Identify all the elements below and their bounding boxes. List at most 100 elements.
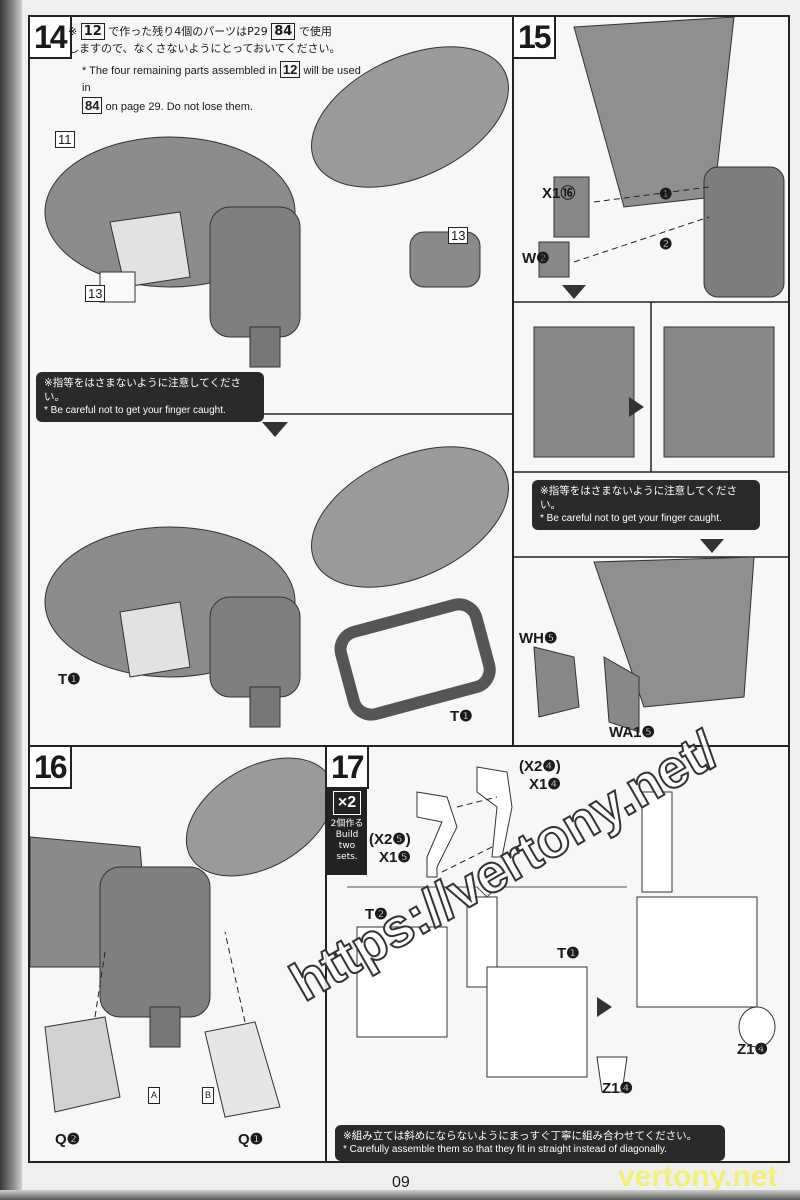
part-shape <box>99 866 211 1018</box>
part-label-x2-5: (X2❺) <box>369 831 411 848</box>
part-label-q1: Q❶ <box>238 1131 264 1148</box>
badge-jp: 2個作る <box>330 819 364 829</box>
note-text-en: will be used in <box>82 65 361 94</box>
step-number: 14 <box>30 17 72 59</box>
step-number: 16 <box>30 747 72 789</box>
part-label-wh5: WH❺ <box>519 630 558 647</box>
step-number: 15 <box>514 17 556 59</box>
part-shape <box>249 686 281 728</box>
part-label-13: 13 <box>448 227 469 244</box>
caution-en: * Be careful not to get your finger caug… <box>540 513 722 524</box>
part-shape <box>409 231 481 288</box>
assembly-illustration <box>30 757 325 1118</box>
note-text: しますので、なくさないようにとっておいてください。 <box>68 42 341 55</box>
caution-jp: ※指等をはさまないように注意してください。 <box>44 377 241 403</box>
note-text: で作った残り4個のパーツはP29 <box>108 25 268 38</box>
step-ref: 84 <box>271 23 296 40</box>
part-label-z1-4: Z1❹ <box>737 1041 768 1058</box>
part-shape <box>533 646 580 718</box>
part-label-x1-5: X1❺ <box>379 849 411 866</box>
part-shape <box>533 326 635 458</box>
assembly-illustration <box>347 766 776 1093</box>
part-shape <box>185 757 325 877</box>
page-edge-shadow <box>0 1190 800 1200</box>
part-shape <box>538 241 570 278</box>
note-mark: ※ <box>68 25 78 38</box>
step-17-panel: 17 ×2 2個作る Build two sets. (X2❹) X1❹ (X2… <box>325 745 790 1163</box>
part-shape <box>553 176 590 238</box>
part-shape <box>149 1006 181 1048</box>
note-text-en: * The four remaining parts assembled in <box>82 65 277 77</box>
order-marker-2: ❷ <box>659 236 673 253</box>
guide-line <box>573 216 710 263</box>
part-shape <box>311 46 509 188</box>
part-shape <box>356 926 448 1038</box>
part-shape <box>603 656 640 733</box>
note-text: で使用 <box>298 25 332 38</box>
site-watermark: vertony.net <box>618 1160 778 1193</box>
part-shape <box>466 896 498 988</box>
part-shape <box>663 326 775 458</box>
arrow-down-icon <box>700 539 724 553</box>
finger-caution-box: ※指等をはさまないように注意してください。 * Be careful not t… <box>532 480 760 530</box>
guide-line <box>94 951 106 1018</box>
part-shape <box>641 791 673 893</box>
part-label-x2-4: (X2❹) <box>519 758 561 775</box>
part-shape <box>738 1006 776 1048</box>
badge-en: Build two sets. <box>335 830 359 862</box>
tag-b: B <box>202 1087 215 1104</box>
step-ref: 84 <box>82 97 103 114</box>
part-label-t1: T❶ <box>58 671 81 688</box>
caution-jp: ※指等をはさまないように注意してください。 <box>540 485 737 511</box>
step-14-panel: 14 ※ 12 で作った残り4個のパーツはP29 84 で使用 しますので、なく… <box>28 15 514 747</box>
step-14-note: ※ 12 で作った残り4個のパーツはP29 84 で使用 しますので、なくさない… <box>68 23 368 116</box>
part-label-t2: T❷ <box>365 906 388 923</box>
part-shape <box>99 271 136 303</box>
step-ref: 12 <box>80 23 105 40</box>
step-ref: 12 <box>279 61 301 78</box>
assembly-illustration <box>42 46 512 728</box>
part-label-wa1-5: WA1❺ <box>609 724 655 741</box>
step-15-panel: 15 X1⑯ W❷ ❶ ❷ ※指等をはさまないように注意してください。 * Be… <box>512 15 790 747</box>
caution-jp: ※組み立ては斜めにならないようにまっすぐ丁寧に組み合わせてください。 <box>343 1130 698 1142</box>
part-shape <box>249 326 281 368</box>
part-label-t1: T❶ <box>557 945 580 962</box>
part-shape <box>204 1021 281 1118</box>
part-label-z1-4: Z1❹ <box>602 1080 633 1097</box>
arrow-right-icon <box>597 997 612 1017</box>
caution-en: * Be careful not to get your finger caug… <box>44 405 226 416</box>
part-shape <box>476 766 513 858</box>
part-shape <box>109 211 191 288</box>
part-shape <box>44 1016 121 1113</box>
part-shape <box>311 446 509 588</box>
build-two-sets-badge: ×2 2個作る Build two sets. <box>327 787 367 875</box>
order-marker-1: ❶ <box>659 186 673 203</box>
part-label-x1-4: X1❹ <box>529 776 561 793</box>
part-label-11: 11 <box>55 131 75 148</box>
part-label-t1: T❶ <box>450 708 473 725</box>
part-shape <box>119 601 191 678</box>
arrow-down-icon <box>262 422 288 437</box>
frame-part-shape <box>334 598 496 721</box>
guide-line <box>224 931 246 1023</box>
arrow-down-icon <box>562 285 586 299</box>
part-shape <box>416 791 458 878</box>
part-label-w2: W❷ <box>522 250 550 267</box>
assembly-caution-box: ※組み立ては斜めにならないようにまっすぐ丁寧に組み合わせてください。 * Car… <box>335 1125 725 1161</box>
set-count: ×2 <box>333 791 361 815</box>
part-shape <box>596 1056 628 1093</box>
step-16-panel: 16 A B Q❷ Q❶ <box>28 745 327 1163</box>
guide-line <box>456 796 498 808</box>
caution-en: * Carefully assemble them so that they f… <box>343 1144 667 1155</box>
part-shape <box>593 556 755 708</box>
part-label-q2: Q❷ <box>55 1131 81 1148</box>
arrow-right-icon <box>629 397 644 417</box>
page-number: 09 <box>392 1174 410 1191</box>
part-shape <box>636 896 758 1008</box>
part-shape <box>703 166 785 298</box>
part-shape <box>209 206 301 338</box>
note-text-en: on page 29. Do not lose them. <box>105 101 253 113</box>
part-shape <box>486 966 588 1078</box>
part-shape <box>209 596 301 698</box>
finger-caution-box: ※指等をはさまないように注意してください。 * Be careful not t… <box>36 372 264 422</box>
